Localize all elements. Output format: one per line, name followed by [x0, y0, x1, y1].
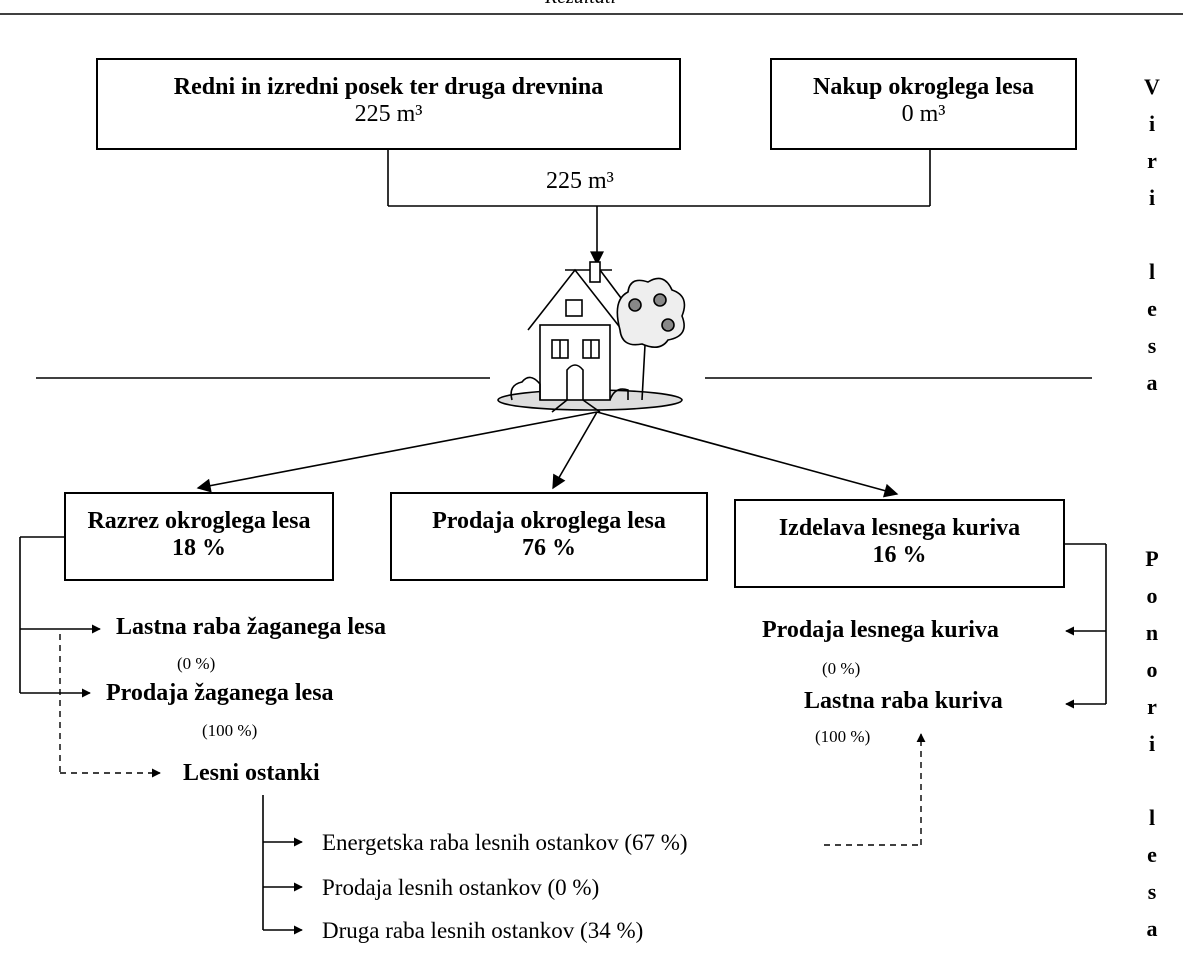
sources-side-letter: s	[1147, 333, 1157, 358]
residues-label: Lesni ostanki	[183, 760, 320, 786]
sinks-side-letter: o	[1146, 657, 1158, 682]
fuel-sale-percent: (0 %)	[822, 659, 861, 678]
sources-connector	[387, 150, 931, 266]
sinks-side-letter: r	[1147, 694, 1157, 719]
house-with-tree-icon	[497, 261, 686, 413]
fuel-own-use-percent: (100 %)	[815, 727, 871, 746]
fuel-own-use-label: Lastna raba kuriva	[804, 688, 1003, 714]
sinks-side-letter: a	[1146, 916, 1158, 941]
sinks-side-letter: l	[1148, 805, 1156, 830]
sinks-side-letter: s	[1147, 879, 1157, 904]
sinks-side-letter: i	[1148, 731, 1156, 756]
fuel-sale-label: Prodaja lesnega kuriva	[762, 617, 999, 643]
source-harvest-title: Redni in izredni posek ter druga drevnin…	[173, 74, 604, 100]
sources-side-letter	[1140, 216, 1164, 253]
process-sawing-title: Razrez okroglega lesa	[87, 508, 311, 534]
source-box-harvest: Redni in izredni posek ter druga drevnin…	[96, 58, 681, 150]
process-fuel-percent: 16 %	[872, 542, 927, 568]
residue-branch	[262, 795, 303, 935]
residue-use-other: Druga raba lesnih ostankov (34 %)	[322, 918, 644, 943]
sinks-side-letter: n	[1145, 620, 1159, 645]
process-box-sawing: Razrez okroglega lesa 18 %	[64, 492, 334, 581]
process-sawing-percent: 18 %	[172, 535, 226, 561]
residue-use-sale: Prodaja lesnih ostankov (0 %)	[322, 875, 600, 900]
process-fuel-title: Izdelava lesnega kuriva	[778, 515, 1021, 541]
source-purchase-value: 0 m³	[901, 101, 946, 127]
fanout-arrows	[196, 411, 899, 498]
header-title: Rezultati	[545, 0, 616, 9]
residue-use-energy: Energetska raba lesnih ostankov (67 %)	[322, 830, 688, 855]
sawing-own-use-label: Lastna raba žaganega lesa	[116, 614, 386, 640]
sinks-side-letter: e	[1147, 842, 1157, 867]
sources-total: 225 m³	[546, 168, 614, 194]
fuel-branch	[1065, 543, 1107, 709]
source-purchase-title: Nakup okroglega lesa	[813, 74, 1034, 100]
sawing-own-use-percent: (0 %)	[177, 654, 216, 673]
sources-side-letter: i	[1148, 185, 1156, 210]
sawing-residue-dashed	[59, 634, 161, 778]
sinks-side-letter	[1140, 762, 1164, 799]
sinks-side-letter: o	[1146, 583, 1158, 608]
process-sale-title: Prodaja okroglega lesa	[432, 508, 666, 534]
process-box-sale: Prodaja okroglega lesa 76 %	[390, 492, 708, 581]
process-sale-percent: 76 %	[522, 535, 576, 561]
process-box-fuel: Izdelava lesnega kuriva 16 %	[734, 499, 1065, 588]
residue-energy-dashed	[824, 733, 926, 846]
sources-side-letter: l	[1148, 259, 1156, 284]
sources-side-letter: V	[1144, 74, 1160, 99]
sources-side-letter: a	[1146, 370, 1158, 395]
sawing-branch	[19, 536, 101, 698]
source-harvest-value: 225 m³	[354, 101, 423, 127]
source-box-purchase: Nakup okroglega lesa 0 m³	[770, 58, 1077, 150]
sources-side-letter: r	[1147, 148, 1157, 173]
sawing-sale-percent: (100 %)	[202, 721, 258, 740]
sinks-side-letter: P	[1145, 546, 1159, 571]
sources-side-letter: e	[1147, 296, 1157, 321]
sawing-sale-label: Prodaja žaganega lesa	[106, 680, 334, 706]
sources-side-letter: i	[1148, 111, 1156, 136]
